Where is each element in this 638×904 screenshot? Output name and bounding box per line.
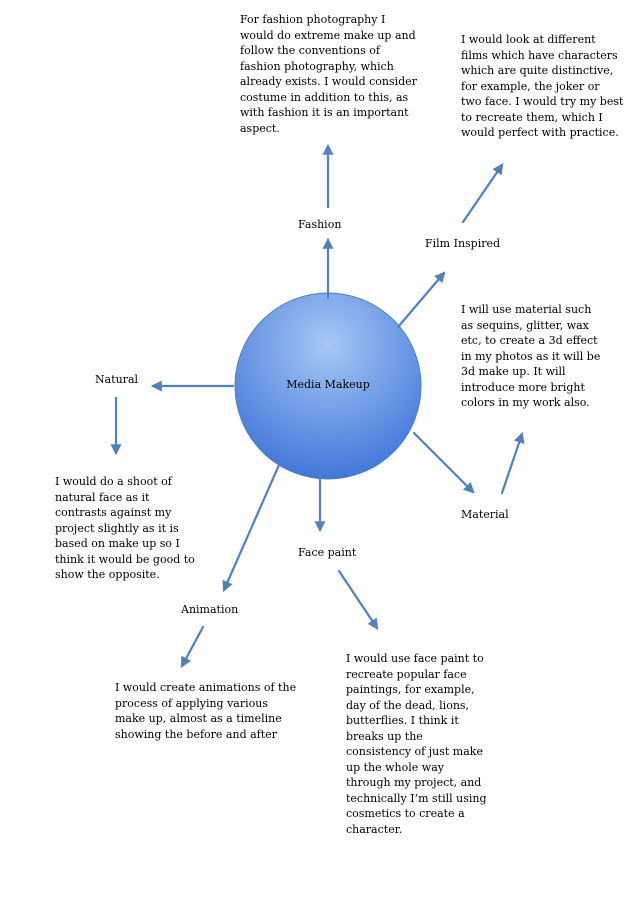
central-node-label: Media Makeup — [286, 378, 370, 391]
fashion-description: For fashion photography I would do extre… — [240, 13, 417, 135]
animation-label: Animation — [181, 603, 239, 616]
arrow-film-inspired-to-text — [461, 163, 504, 224]
natural-description: I would do a shoot of natural face as it… — [55, 475, 195, 581]
fashion-label: Fashion — [298, 218, 342, 231]
film-inspired-description: I would look at different films which ha… — [461, 33, 624, 139]
material-description: I will use material such as sequins, gli… — [461, 303, 601, 409]
arrow-to-animation — [222, 463, 281, 593]
film-inspired-label: Film Inspired — [425, 237, 501, 250]
arrow-face-paint-to-text — [337, 569, 379, 630]
arrow-to-film-inspired — [396, 271, 446, 329]
material-label: Material — [461, 508, 509, 521]
arrow-animation-to-text — [180, 625, 205, 668]
face-paint-description: I would use face paint to recreate popul… — [346, 652, 487, 836]
natural-label: Natural — [95, 373, 139, 386]
arrow-to-material — [412, 431, 475, 494]
animation-description: I would create animations of the process… — [115, 681, 297, 741]
face-paint-label: Face paint — [298, 546, 357, 559]
arrow-material-to-text — [500, 431, 525, 495]
